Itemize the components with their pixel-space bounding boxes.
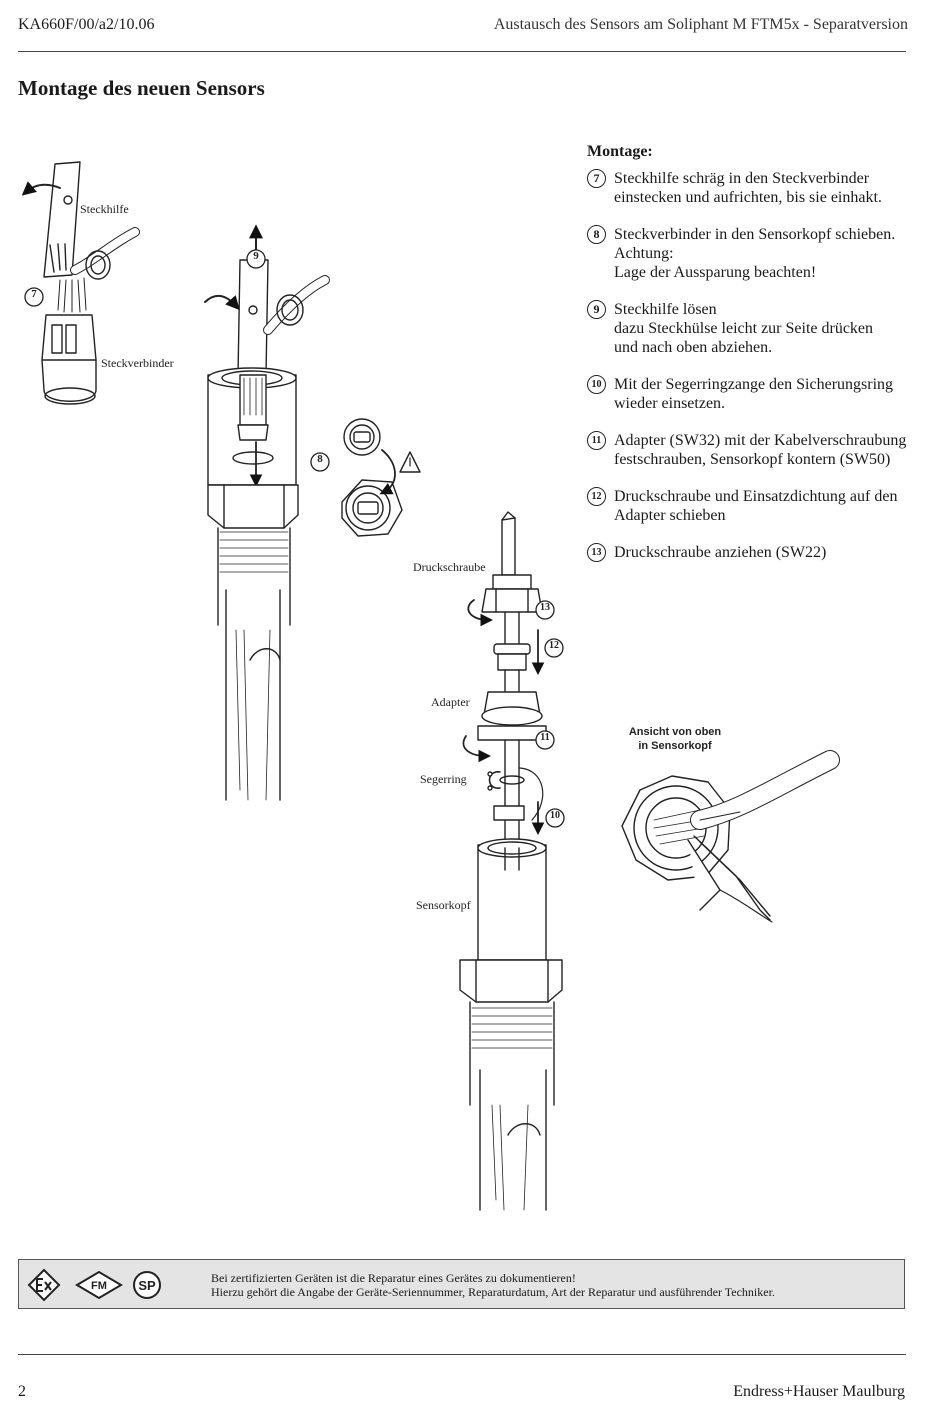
- step-text: Steckverbinder in den Sensorkopf schiebe…: [614, 226, 896, 243]
- step-text: festschrauben, Sensorkopf kontern (SW50): [614, 451, 891, 468]
- label-steckhilfe: Steckhilfe: [80, 202, 129, 216]
- step-number: 12: [587, 487, 606, 506]
- fig9-sensor-head: [204, 224, 330, 801]
- assembly-drawing: [21, 161, 840, 1211]
- step-text: Druckschraube anziehen (SW22): [614, 544, 827, 561]
- exploded-assembly: [459, 511, 563, 1211]
- fm-icon: FM: [75, 1270, 123, 1300]
- step-text: Adapter schieben: [614, 507, 726, 524]
- fig-num-11-marker: [535, 730, 555, 750]
- fig-num-12: 12: [549, 640, 559, 651]
- company-name: Endress+Hauser Maulburg: [733, 1383, 905, 1400]
- header-rule: [18, 51, 906, 52]
- step-text: Achtung:: [614, 245, 674, 262]
- csa-icon: SP: [133, 1271, 161, 1299]
- step-number: 7: [587, 169, 606, 188]
- fig-num-10-marker: [545, 808, 565, 828]
- assembly-instructions: Montage: 7 Steckhilfe schräg in den Stec…: [587, 143, 917, 580]
- notice-line-1: Bei zertifizierten Geräten ist die Repar…: [211, 1271, 576, 1285]
- fig-num-13-marker: [535, 600, 555, 620]
- fig-num-8: 8: [317, 453, 323, 465]
- fig-num-13: 13: [540, 602, 550, 613]
- step-11: 11 Adapter (SW32) mit der Kabelverschrau…: [587, 431, 917, 469]
- fig-num-10: 10: [550, 810, 560, 821]
- fig-num-7: 7: [31, 288, 37, 300]
- step-text: Druckschraube und Einsatzdichtung auf de…: [614, 488, 898, 505]
- label-steckverbinder: Steckverbinder: [101, 356, 174, 370]
- fm-icon-text: FM: [91, 1280, 107, 1292]
- csa-icon-text: SP: [138, 1278, 156, 1293]
- step-7: 7 Steckhilfe schräg in den Steckverbinde…: [587, 169, 917, 207]
- page-title: Montage des neuen Sensors: [18, 76, 265, 100]
- step-10: 10 Mit der Segerringzange den Sicherungs…: [587, 375, 917, 413]
- page-number: 2: [18, 1383, 26, 1400]
- step-number: 8: [587, 225, 606, 244]
- step-text: Mit der Segerringzange den Sicherungsrin…: [614, 376, 894, 393]
- step-9: 9 Steckhilfe lösen dazu Steckhülse leich…: [587, 300, 917, 357]
- fig7-connector: [21, 161, 140, 405]
- document-title: Austausch des Sensors am Soliphant M FTM…: [493, 16, 908, 33]
- step-text: dazu Steckhülse leicht zur Seite drücken: [614, 320, 874, 337]
- fig-num-8-marker: [310, 452, 330, 472]
- label-sensorkopf: Sensorkopf: [416, 898, 471, 912]
- step-13: 13 Druckschraube anziehen (SW22): [587, 543, 917, 562]
- fig-num-11: 11: [540, 732, 550, 743]
- fig-num-9: 9: [253, 250, 259, 262]
- notice-line-2: Hierzu gehört die Angabe der Geräte-Seri…: [211, 1285, 775, 1299]
- label-druckschraube: Druckschraube: [413, 560, 486, 574]
- instructions-heading: Montage:: [587, 143, 653, 160]
- step-number-markers: [24, 249, 565, 828]
- label-top-view: Ansicht von oben in Sensorkopf: [615, 725, 735, 753]
- step-8: 8 Steckverbinder in den Sensorkopf schie…: [587, 225, 917, 282]
- top-view-circlip: [621, 750, 840, 923]
- step-12: 12 Druckschraube und Einsatzdichtung auf…: [587, 487, 917, 525]
- footer-rule: [18, 1354, 906, 1355]
- certification-icons: FM SP: [27, 1268, 161, 1302]
- step-number: 13: [587, 543, 606, 562]
- step-number: 10: [587, 375, 606, 394]
- fig8-top-views: [341, 418, 421, 537]
- top-view-line-1: Ansicht von oben: [628, 726, 722, 738]
- document-code: KA660F/00/a2/10.06: [18, 16, 155, 33]
- fig-num-9-marker: [246, 249, 266, 269]
- step-text: und nach oben abziehen.: [614, 339, 773, 356]
- step-text: wieder einsetzen.: [614, 395, 726, 412]
- fig-num-12-marker: [544, 638, 564, 658]
- step-text: Steckhilfe schräg in den Steckverbinder: [614, 170, 870, 187]
- step-text: Steckhilfe lösen: [614, 301, 717, 318]
- fig-num-7-marker: [24, 287, 44, 307]
- ex-icon: [27, 1268, 61, 1302]
- label-segerring: Segerring: [420, 772, 467, 786]
- label-adapter: Adapter: [431, 695, 470, 709]
- top-view-line-2: in Sensorkopf: [638, 740, 712, 752]
- step-text: Lage der Aussparung beachten!: [614, 264, 817, 281]
- assembly-illustration: 7 9 8 13 12 11 10 Steckhilfe Steckverbin…: [0, 120, 950, 1230]
- notice-text: Bei zertifizierten Geräten ist die Repar…: [211, 1271, 775, 1299]
- step-text: einstecken und aufrichten, bis sie einha…: [614, 189, 882, 206]
- step-number: 11: [587, 431, 606, 450]
- step-text: Adapter (SW32) mit der Kabelverschraubun…: [614, 432, 907, 449]
- certification-notice: FM SP Bei zertifizierten Geräten ist die…: [18, 1259, 905, 1309]
- step-number: 9: [587, 300, 606, 319]
